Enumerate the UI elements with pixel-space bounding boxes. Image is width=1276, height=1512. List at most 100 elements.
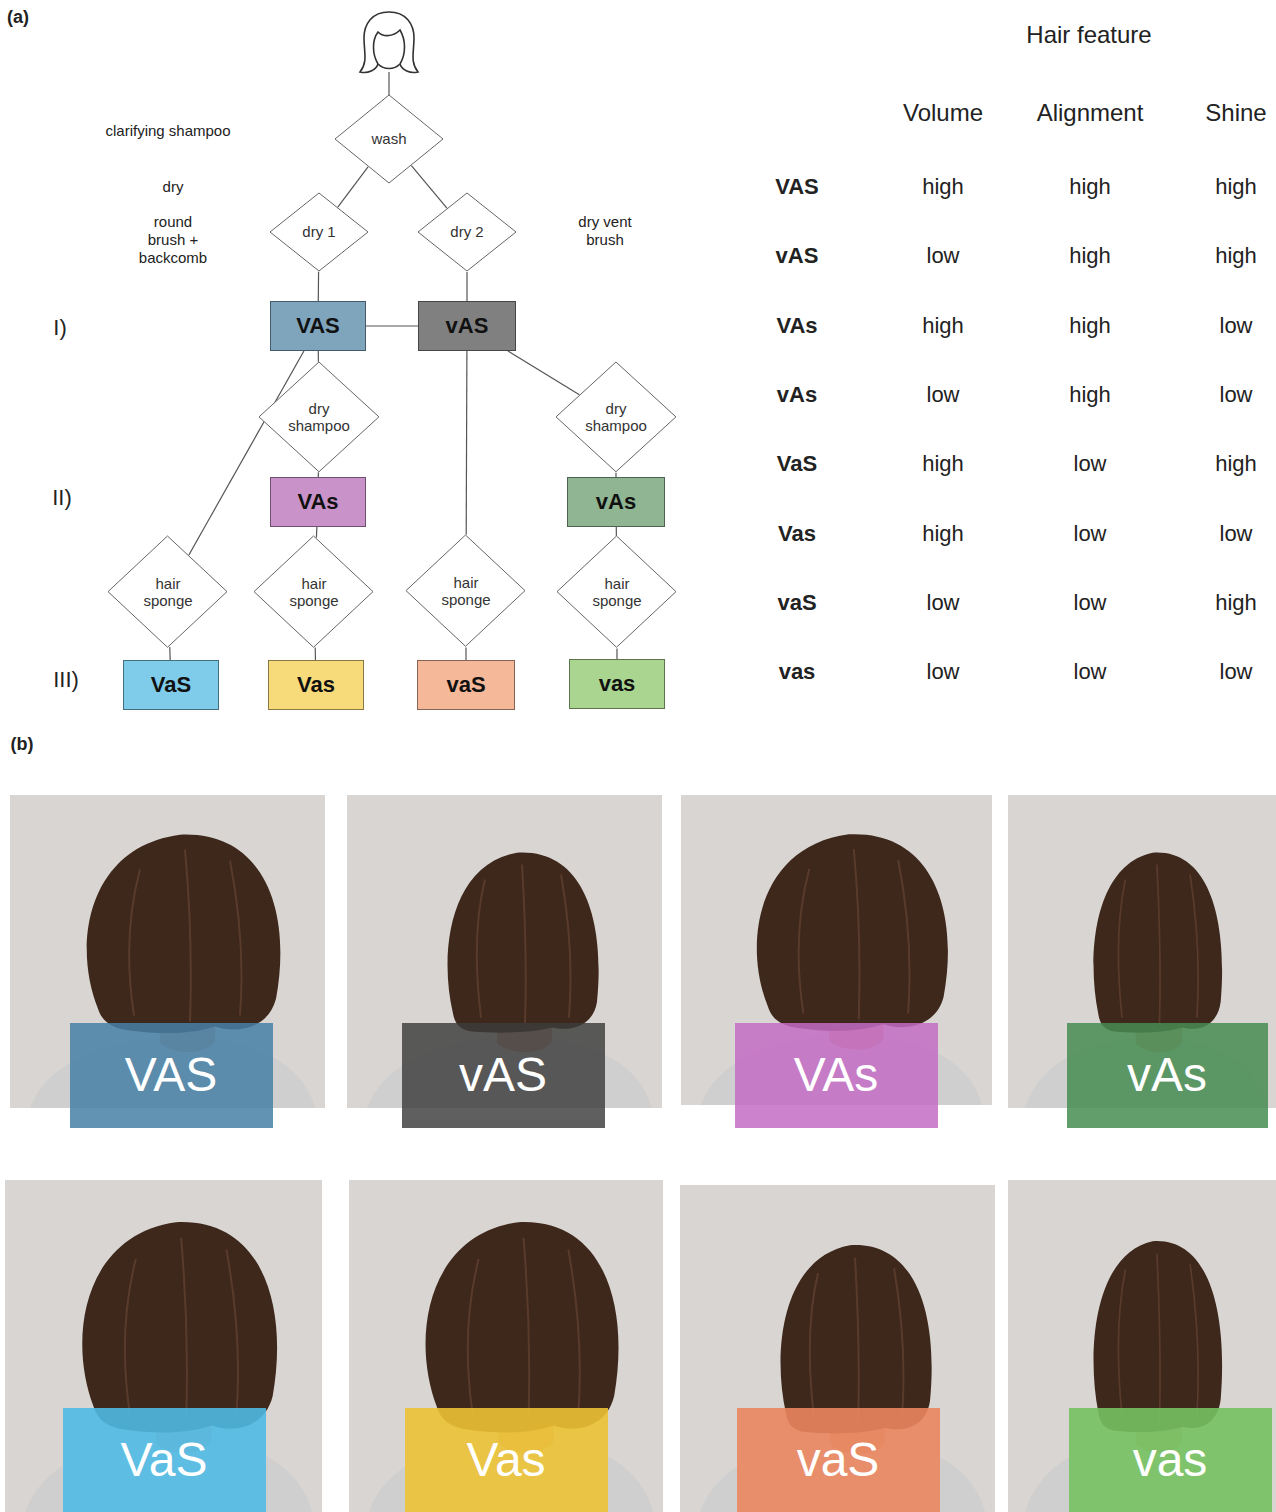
state-box: VaS bbox=[123, 660, 219, 710]
node-text: VAS bbox=[125, 1047, 217, 1102]
state-box: VAs bbox=[270, 477, 366, 527]
flow-connector bbox=[318, 351, 319, 362]
node-text: VAs bbox=[297, 489, 338, 514]
table-cell: low bbox=[1219, 382, 1252, 408]
stage-number: III) bbox=[53, 667, 79, 693]
table-cell: high bbox=[1215, 451, 1257, 477]
table-cell: high bbox=[1215, 590, 1257, 616]
node-text: Vas bbox=[466, 1432, 545, 1487]
node-text: hair sponge bbox=[135, 575, 201, 610]
photo-label: VAs bbox=[735, 1023, 938, 1128]
table-cell: low bbox=[926, 659, 959, 685]
step-note: clarifying shampoo bbox=[105, 122, 230, 140]
node-text: hair sponge bbox=[281, 575, 347, 610]
table-cell: high bbox=[1215, 243, 1257, 269]
table-cell: high bbox=[922, 520, 964, 546]
flow-connector bbox=[169, 647, 171, 660]
table-cell: low bbox=[1073, 451, 1106, 477]
node-text: dry shampoo bbox=[286, 400, 352, 435]
flow-connector bbox=[316, 527, 318, 538]
table-row-label: vAs bbox=[777, 382, 817, 408]
table-cell: low bbox=[1073, 590, 1106, 616]
table-cell: high bbox=[1069, 174, 1111, 200]
hair-photo bbox=[347, 795, 662, 1108]
table-cell: low bbox=[1073, 659, 1106, 685]
node-text: hair sponge bbox=[433, 574, 499, 609]
photo-label: Vas bbox=[405, 1408, 608, 1512]
flow-connector bbox=[616, 649, 617, 659]
flow-connector bbox=[466, 272, 467, 301]
node-text: vaS bbox=[446, 672, 485, 697]
panel-label: (b) bbox=[11, 734, 34, 756]
table-row-label: VaS bbox=[777, 451, 817, 477]
photo-label: vAs bbox=[1067, 1023, 1268, 1128]
table-cell: low bbox=[1073, 520, 1106, 546]
table-header: Volume bbox=[903, 99, 983, 128]
step-note: dry bbox=[163, 178, 184, 196]
table-row-label: vas bbox=[779, 659, 816, 685]
panel-label: (a) bbox=[7, 7, 29, 29]
flow-connector bbox=[508, 351, 579, 395]
head-icon bbox=[360, 12, 418, 73]
node-text: dry 2 bbox=[450, 223, 483, 240]
table-cell: high bbox=[1069, 382, 1111, 408]
node-text: vAs bbox=[1127, 1047, 1207, 1102]
hair-photo bbox=[10, 795, 325, 1108]
step-diamond: hair sponge bbox=[405, 534, 526, 647]
step-diamond: wash bbox=[334, 94, 444, 184]
step-diamond: dry shampoo bbox=[258, 361, 380, 473]
node-text: hair sponge bbox=[584, 575, 650, 610]
flow-connector bbox=[338, 167, 368, 207]
table-cell: high bbox=[922, 312, 964, 338]
node-text: VaS bbox=[120, 1432, 207, 1487]
step-note: round brush + backcomb bbox=[137, 213, 209, 267]
table-cell: low bbox=[1219, 312, 1252, 338]
table-cell: high bbox=[922, 451, 964, 477]
flow-connector bbox=[465, 648, 466, 660]
node-text: VAs bbox=[794, 1047, 878, 1102]
node-text: vAs bbox=[596, 489, 636, 514]
step-diamond: hair sponge bbox=[253, 535, 374, 648]
hair-photo bbox=[1008, 1180, 1276, 1512]
step-diamond: hair sponge bbox=[556, 535, 677, 648]
table-cell: high bbox=[922, 174, 964, 200]
step-diamond: hair sponge bbox=[107, 535, 228, 648]
table-header: Hair feature bbox=[1026, 21, 1151, 50]
node-text: dry shampoo bbox=[583, 400, 649, 435]
photo-label: vas bbox=[1069, 1408, 1272, 1512]
state-box: vaS bbox=[417, 660, 515, 710]
node-text: vas bbox=[1133, 1432, 1208, 1487]
node-text: dry 1 bbox=[302, 223, 335, 240]
table-cell: high bbox=[1215, 174, 1257, 200]
table-cell: low bbox=[926, 382, 959, 408]
hair-photo bbox=[349, 1180, 663, 1512]
node-text: VaS bbox=[151, 672, 191, 697]
photo-label: VAS bbox=[70, 1023, 273, 1128]
flow-connector bbox=[366, 325, 418, 326]
table-header: Alignment bbox=[1037, 99, 1144, 128]
table-row-label: vaS bbox=[777, 590, 816, 616]
node-text: vas bbox=[599, 671, 636, 696]
hair-photo bbox=[681, 795, 992, 1105]
flow-connector bbox=[411, 166, 447, 208]
state-box: vAS bbox=[418, 301, 516, 351]
hair-photos bbox=[5, 795, 1276, 1512]
table-cell: high bbox=[1069, 243, 1111, 269]
table-header: Shine bbox=[1205, 99, 1266, 128]
state-box: vAs bbox=[567, 477, 665, 527]
photo-label: vaS bbox=[737, 1408, 940, 1512]
node-text: VAS bbox=[296, 313, 340, 338]
table-row-label: Vas bbox=[778, 520, 816, 546]
photo-label: VaS bbox=[63, 1408, 266, 1512]
photo-label: vAS bbox=[402, 1023, 605, 1128]
step-diamond: dry shampoo bbox=[555, 361, 677, 473]
head-line bbox=[388, 72, 389, 95]
step-diamond: dry 1 bbox=[269, 192, 369, 272]
table-cell: high bbox=[1069, 312, 1111, 338]
table-cell: low bbox=[1219, 659, 1252, 685]
node-text: Vas bbox=[297, 672, 335, 697]
state-box: vas bbox=[569, 659, 665, 709]
table-cell: low bbox=[926, 243, 959, 269]
flow-connector bbox=[315, 647, 316, 660]
state-box: VAS bbox=[270, 301, 366, 351]
